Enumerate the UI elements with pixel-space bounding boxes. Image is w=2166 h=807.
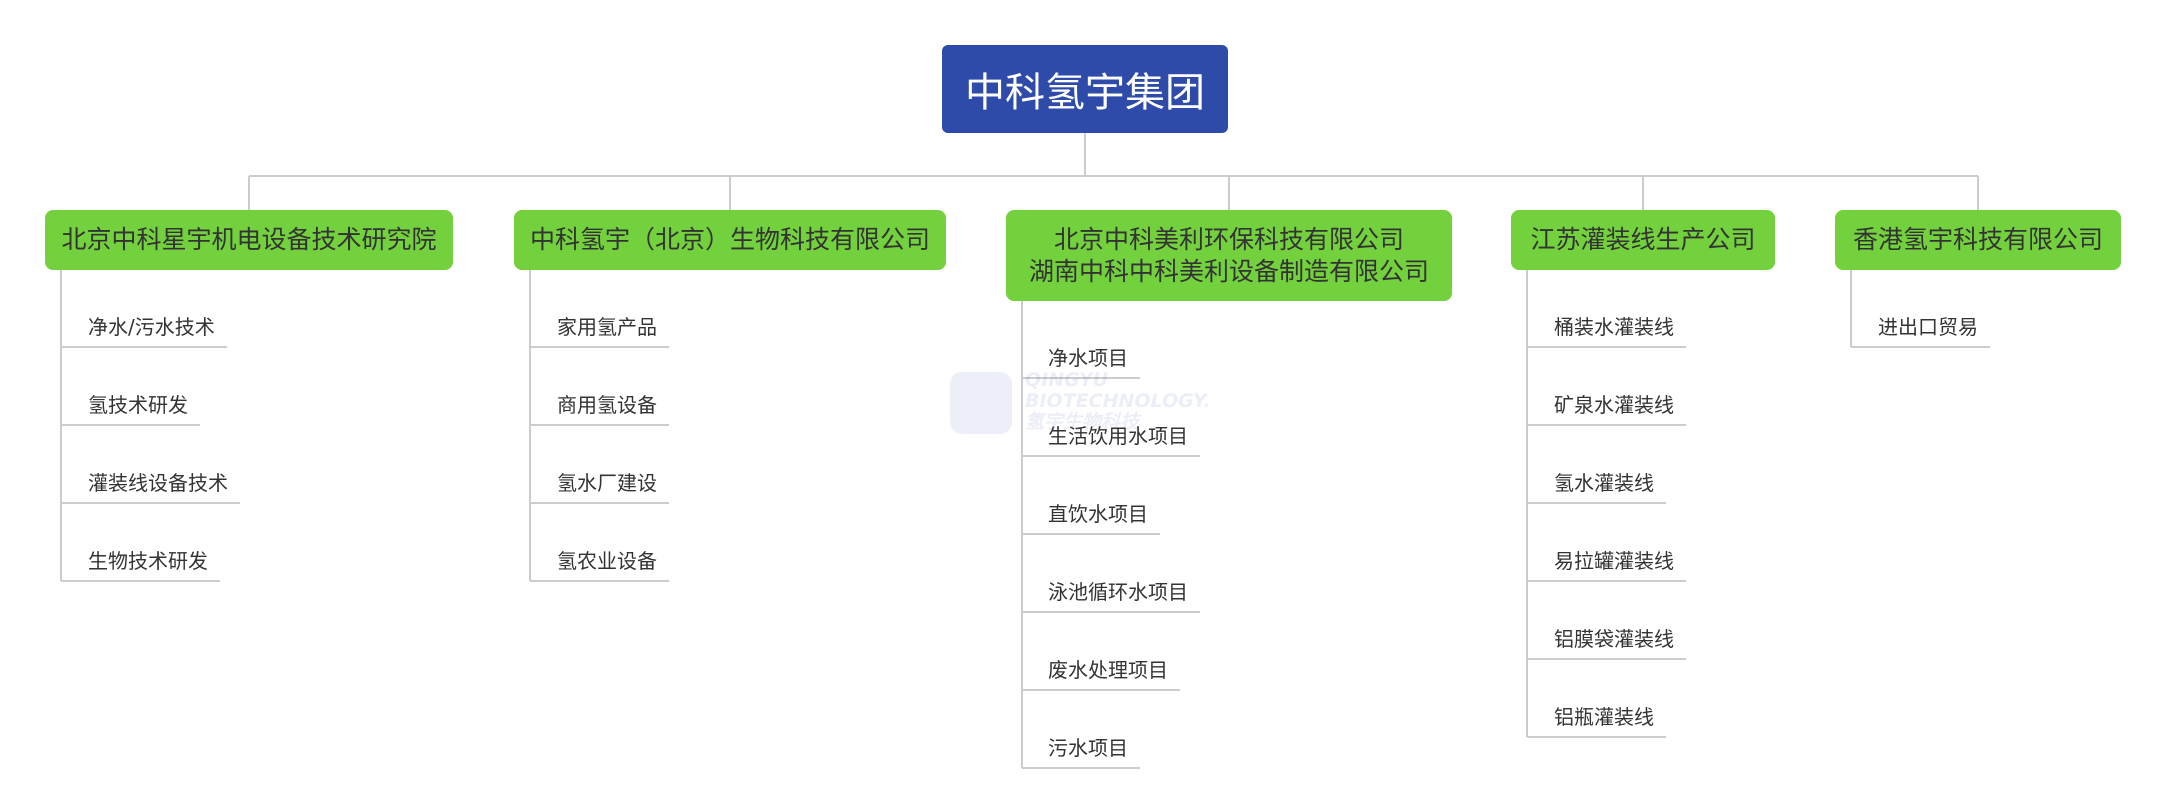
item-label[interactable]: 氢水灌装线 [1554,471,1654,495]
item-label[interactable]: 家用氢产品 [557,315,657,339]
item-label[interactable]: 直饮水项目 [1048,502,1148,526]
item-label[interactable]: 生活饮用水项目 [1048,424,1188,448]
item-label[interactable]: 铝瓶灌装线 [1554,705,1654,729]
item-label[interactable]: 净水项目 [1048,346,1128,370]
root-node[interactable]: 中科氢宇集团 [942,45,1228,133]
item-label[interactable]: 进出口贸易 [1878,315,1978,339]
company-label: 中科氢宇（北京）生物科技有限公司 [529,225,930,254]
item-label[interactable]: 泳池循环水项目 [1048,580,1188,604]
item-label[interactable]: 易拉罐灌装线 [1554,549,1674,573]
company-node[interactable]: 中科氢宇（北京）生物科技有限公司 [514,210,946,270]
item-label[interactable]: 氢水厂建设 [557,471,657,495]
company-node[interactable]: 北京中科美利环保科技有限公司 湖南中科中科美利设备制造有限公司 [1006,210,1452,301]
item-label[interactable]: 氢农业设备 [557,549,657,573]
company-label: 江苏灌装线生产公司 [1530,225,1756,254]
item-label[interactable]: 污水项目 [1048,736,1128,760]
item-label[interactable]: 氢技术研发 [88,393,188,417]
item-label[interactable]: 桶装水灌装线 [1554,315,1674,339]
company-label: 香港氢宇科技有限公司 [1852,225,2103,254]
item-label[interactable]: 废水处理项目 [1048,658,1168,682]
item-label[interactable]: 净水/污水技术 [88,315,215,339]
item-label[interactable]: 铝膜袋灌装线 [1554,627,1674,651]
company-label: 湖南中科中科美利设备制造有限公司 [1028,256,1429,286]
item-label[interactable]: 矿泉水灌装线 [1554,393,1674,417]
company-label: 北京中科星宇机电设备技术研究院 [61,225,437,254]
company-node[interactable]: 香港氢宇科技有限公司 [1835,210,2121,270]
company-node[interactable]: 江苏灌装线生产公司 [1511,210,1775,270]
item-label[interactable]: 生物技术研发 [88,549,208,573]
company-label: 北京中科美利环保科技有限公司 [1053,224,1404,254]
company-node[interactable]: 北京中科星宇机电设备技术研究院 [45,210,453,270]
item-label[interactable]: 商用氢设备 [557,393,657,417]
item-label[interactable]: 灌装线设备技术 [88,471,228,495]
